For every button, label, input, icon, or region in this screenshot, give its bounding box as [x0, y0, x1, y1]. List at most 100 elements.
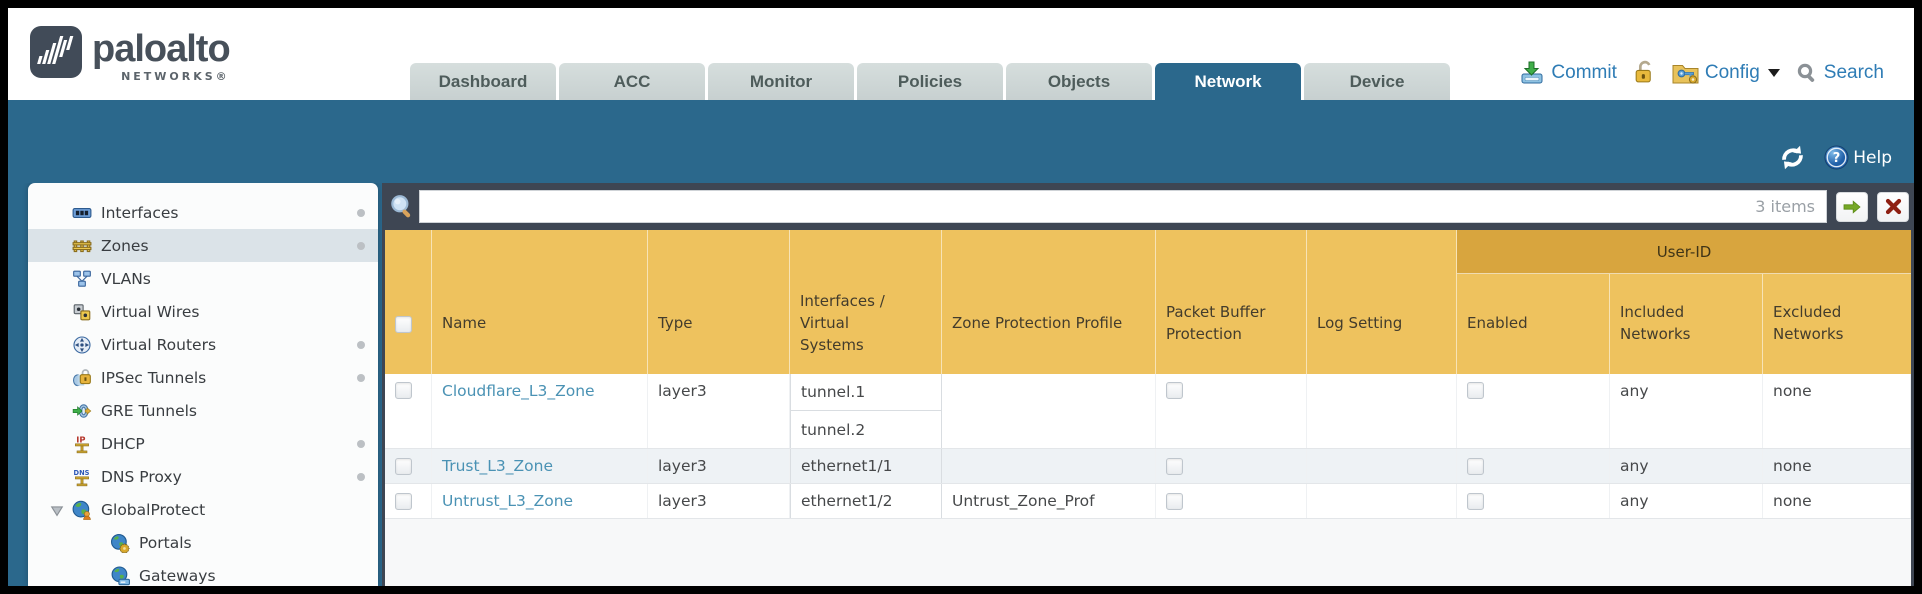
included-networks-cell: any — [1610, 484, 1763, 518]
sidebar-item-label: VLANs — [101, 269, 151, 288]
clear-filter-button[interactable] — [1877, 191, 1909, 222]
sidebar-item-globalprotect[interactable]: GlobalProtect — [28, 493, 378, 526]
column-header-enabled[interactable]: Enabled — [1457, 230, 1610, 374]
filter-input[interactable] — [419, 190, 1827, 223]
sidebar-item-virtual-routers[interactable]: Virtual Routers — [28, 328, 378, 361]
sidebar-item-dns-proxy[interactable]: DNS DNS Proxy — [28, 460, 378, 493]
status-dot — [357, 209, 365, 217]
refresh-icon[interactable] — [1779, 144, 1806, 171]
enabled-checkbox[interactable] — [1467, 382, 1484, 399]
column-header-zone-protection[interactable]: Zone Protection Profile — [942, 230, 1156, 374]
sidebar-item-label: DNS Proxy — [101, 467, 182, 486]
nav-tab-objects[interactable]: Objects — [1006, 63, 1152, 100]
commit-button[interactable]: Commit — [1551, 61, 1617, 83]
zone-name-link[interactable]: Untrust_L3_Zone — [442, 492, 574, 510]
sidebar-item-label: GRE Tunnels — [101, 401, 198, 420]
column-header-packet-buffer[interactable]: Packet Buffer Protection — [1156, 230, 1307, 374]
user-id-group-header: User-ID — [1457, 230, 1911, 274]
commit-icon[interactable] — [1519, 61, 1545, 85]
select-all-checkbox[interactable] — [395, 315, 412, 333]
zone-interfaces-cell: ethernet1/2 — [790, 484, 942, 518]
excluded-networks-cell: none — [1763, 449, 1911, 483]
sidebar-item-label: Interfaces — [101, 203, 179, 222]
column-header-excluded-networks[interactable]: Excluded Networks — [1773, 303, 1844, 343]
vlans-icon — [72, 269, 92, 289]
brand-subtitle: NETWORKS® — [121, 70, 230, 83]
search-icon[interactable] — [1796, 62, 1818, 84]
sidebar-item-vlans[interactable]: VLANs — [28, 262, 378, 295]
zone-protection-cell — [942, 374, 1156, 448]
sidebar-item-label: Portals — [139, 533, 192, 552]
nav-tab-acc[interactable]: ACC — [559, 63, 705, 100]
lock-icon[interactable] — [1633, 60, 1656, 85]
sidebar-item-ipsec-tunnels[interactable]: IPSec Tunnels — [28, 361, 378, 394]
column-header-interfaces[interactable]: Interfaces / Virtual Systems — [790, 230, 942, 374]
dns-proxy-icon: DNS — [72, 467, 92, 487]
nav-tab-monitor[interactable]: Monitor — [708, 63, 854, 100]
table-header: User-ID Name Type Interfaces / Virtual S… — [385, 230, 1911, 374]
network-sidebar: Interfaces Zones VLANs — [28, 183, 378, 586]
brand-words: paloalto NETWORKS® — [92, 26, 231, 83]
sidebar-item-gre-tunnels[interactable]: GRE Tunnels — [28, 394, 378, 427]
excluded-networks-cell: none — [1763, 374, 1911, 448]
config-icon[interactable] — [1672, 61, 1699, 85]
column-header-name[interactable]: Name — [432, 230, 648, 374]
status-dot — [357, 440, 365, 448]
apply-filter-button[interactable] — [1836, 191, 1868, 222]
sidebar-item-zones[interactable]: Zones — [28, 229, 378, 262]
teal-band: ? Help — [8, 100, 1914, 183]
enabled-checkbox[interactable] — [1467, 457, 1484, 475]
packet-buffer-checkbox[interactable] — [1166, 492, 1183, 510]
sidebar-item-label: IPSec Tunnels — [101, 368, 207, 387]
sidebar-item-gateways[interactable]: Gateways — [28, 559, 378, 586]
status-dot — [357, 374, 365, 382]
packet-buffer-checkbox[interactable] — [1166, 382, 1183, 399]
expander-icon[interactable] — [50, 503, 64, 517]
zone-name-link[interactable]: Trust_L3_Zone — [442, 457, 553, 475]
svg-text:?: ? — [1833, 151, 1841, 166]
config-caret-icon[interactable] — [1767, 68, 1780, 77]
column-header-log-setting[interactable]: Log Setting — [1307, 230, 1457, 374]
zone-type-cell: layer3 — [648, 449, 790, 483]
zones-table: User-ID Name Type Interfaces / Virtual S… — [385, 230, 1911, 586]
content-panel: 3 items User-ID Name — [382, 183, 1914, 586]
enabled-checkbox[interactable] — [1467, 492, 1484, 510]
column-header-type[interactable]: Type — [648, 230, 790, 374]
status-dot — [357, 473, 365, 481]
nav-tab-device[interactable]: Device — [1304, 63, 1450, 100]
filter-search-icon — [389, 193, 415, 221]
sidebar-item-interfaces[interactable]: Interfaces — [28, 196, 378, 229]
log-setting-cell — [1307, 484, 1457, 518]
zone-type-cell: layer3 — [648, 374, 790, 448]
items-count: 3 items — [1755, 197, 1815, 216]
zone-name-link[interactable]: Cloudflare_L3_Zone — [442, 382, 595, 400]
select-all-header — [385, 230, 432, 374]
sidebar-item-label: DHCP — [101, 434, 145, 453]
nav-tab-dashboard[interactable]: Dashboard — [410, 63, 556, 100]
nav-tab-policies[interactable]: Policies — [857, 63, 1003, 100]
row-checkbox[interactable] — [395, 382, 412, 399]
nav-tab-network[interactable]: Network — [1155, 63, 1301, 100]
config-button[interactable]: Config — [1704, 61, 1760, 83]
sidebar-item-dhcp[interactable]: IP DHCP — [28, 427, 378, 460]
workspace: Interfaces Zones VLANs — [8, 183, 1914, 586]
table-row: Trust_L3_Zone layer3 ethernet1/1 any non… — [385, 449, 1911, 484]
column-header-included-networks[interactable]: Included Networks — [1610, 230, 1763, 374]
sidebar-item-portals[interactable]: Portals — [28, 526, 378, 559]
zone-protection-cell — [942, 449, 1156, 483]
sidebar-item-virtual-wires[interactable]: Virtual Wires — [28, 295, 378, 328]
sidebar-item-label: Virtual Routers — [101, 335, 217, 354]
packet-buffer-checkbox[interactable] — [1166, 457, 1183, 475]
global-search-button[interactable]: Search — [1823, 61, 1884, 83]
paloalto-logo-icon — [30, 26, 82, 78]
row-checkbox[interactable] — [395, 457, 412, 475]
interface-value: ethernet1/2 — [801, 491, 893, 510]
help-button[interactable]: ? Help — [1824, 145, 1892, 170]
row-checkbox[interactable] — [395, 492, 412, 510]
log-setting-cell — [1307, 449, 1457, 483]
